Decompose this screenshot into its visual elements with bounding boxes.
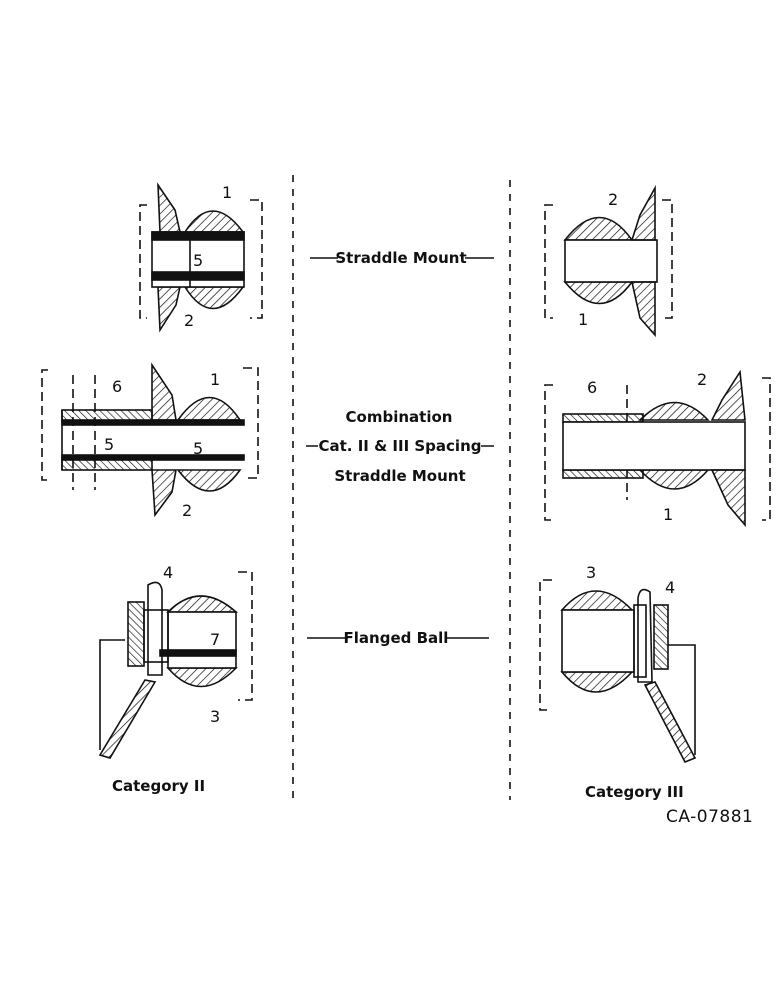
callout-1: 1 bbox=[578, 310, 588, 329]
cat3-combination bbox=[544, 369, 771, 528]
callout-5: 5 bbox=[193, 251, 203, 270]
cat2-straddle-mount bbox=[139, 182, 263, 333]
callout-3: 3 bbox=[210, 707, 220, 726]
category-3-label: Category III bbox=[585, 783, 684, 801]
straddle-mount-text: Straddle Mount bbox=[335, 249, 466, 267]
combination-label: Combination Cat. II & III Spacing Stradd… bbox=[306, 408, 494, 485]
callout-2: 2 bbox=[697, 370, 707, 389]
callout-1: 1 bbox=[210, 370, 220, 389]
category-2-label: Category II bbox=[112, 777, 205, 795]
combination-line3: Straddle Mount bbox=[334, 467, 465, 485]
callout-4: 4 bbox=[665, 578, 675, 597]
callout-5: 5 bbox=[193, 439, 203, 458]
callout-6: 6 bbox=[587, 378, 597, 397]
cat2-flanged-ball bbox=[98, 571, 253, 759]
callout-1: 1 bbox=[222, 183, 232, 202]
callout-2: 2 bbox=[608, 190, 618, 209]
callout-2: 2 bbox=[184, 311, 194, 330]
cat3-straddle-mount bbox=[544, 184, 673, 338]
cat2-combination bbox=[41, 362, 259, 518]
figure-code: CA-07881 bbox=[666, 807, 753, 827]
flanged-ball-label: Flanged Ball bbox=[307, 629, 489, 647]
callout-2: 2 bbox=[182, 501, 192, 520]
straddle-mount-label: Straddle Mount bbox=[310, 249, 494, 267]
callout-5: 5 bbox=[104, 435, 114, 454]
flanged-ball-text: Flanged Ball bbox=[344, 629, 449, 647]
callout-3: 3 bbox=[586, 563, 596, 582]
callout-7: 7 bbox=[210, 630, 220, 649]
callout-6: 6 bbox=[112, 377, 122, 396]
combination-line1: Combination bbox=[346, 408, 453, 426]
cat3-flanged-ball bbox=[539, 579, 697, 764]
callout-1: 1 bbox=[663, 505, 673, 524]
combination-line2: Cat. II & III Spacing bbox=[319, 437, 482, 455]
callout-4: 4 bbox=[163, 563, 173, 582]
